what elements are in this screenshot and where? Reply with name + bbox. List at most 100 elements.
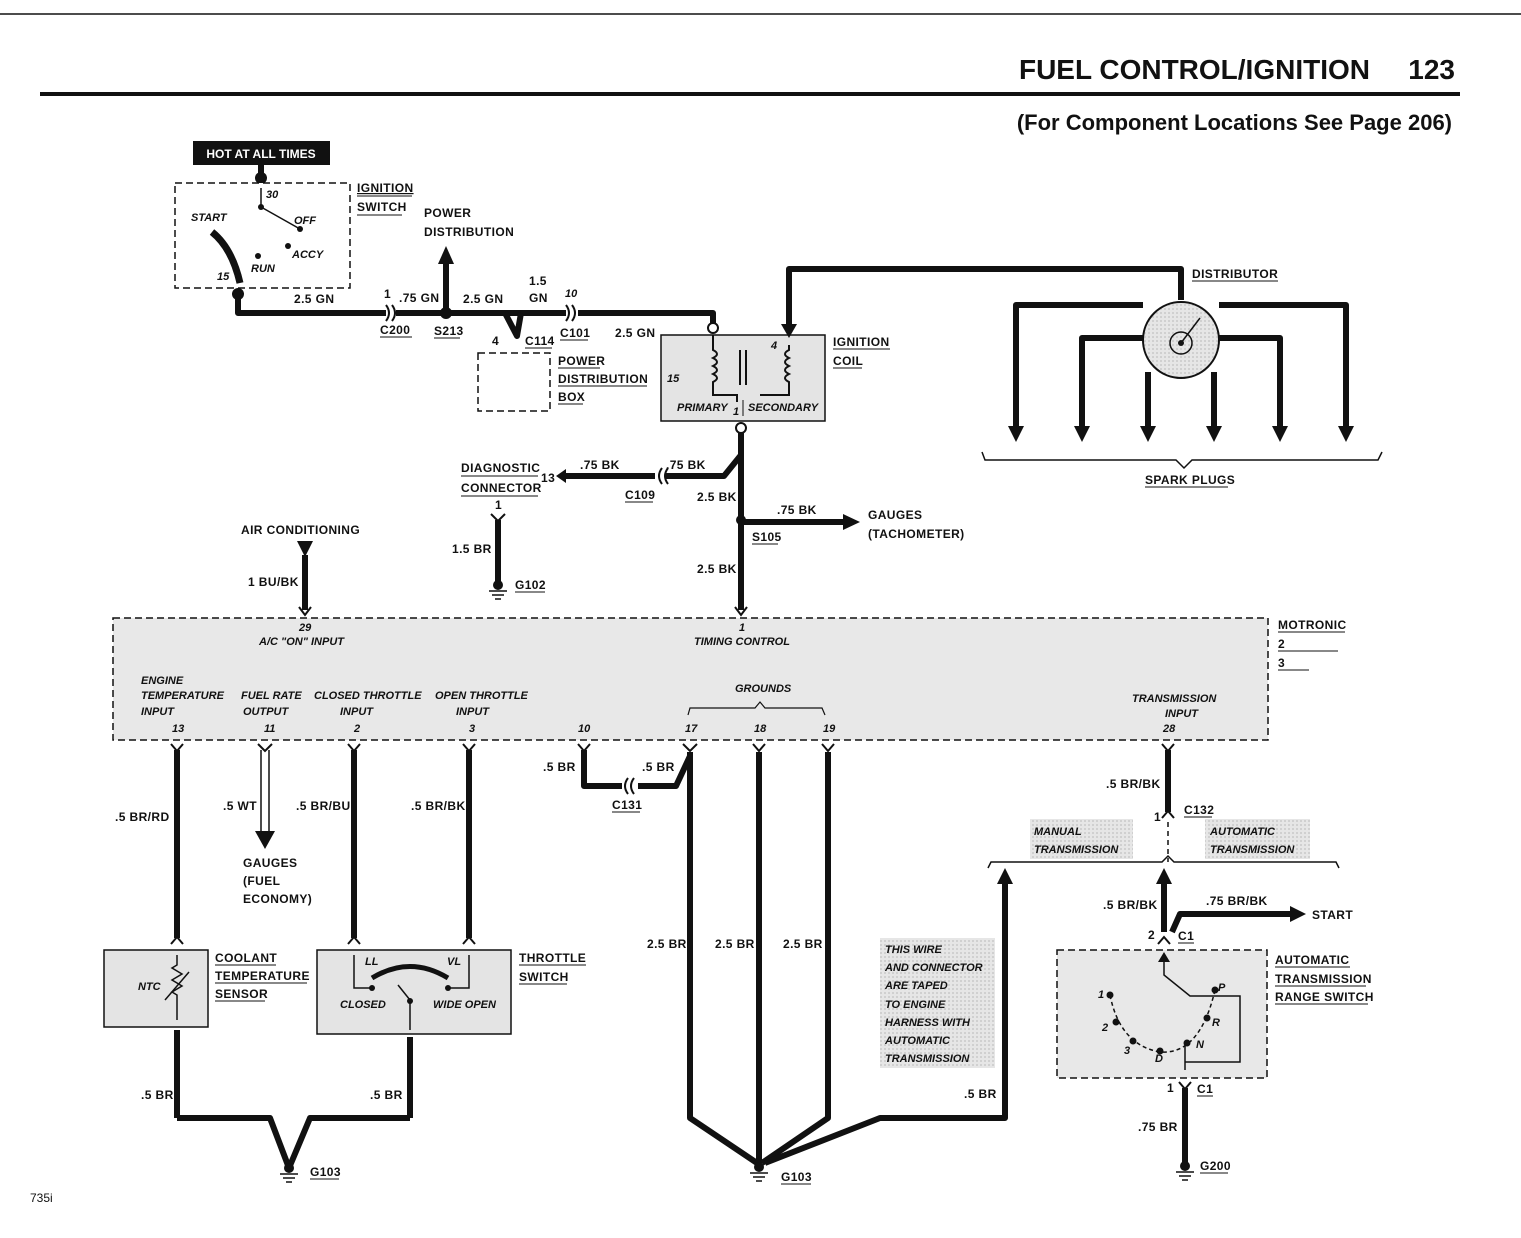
wire-to-c114 bbox=[502, 311, 524, 339]
mcu-pin-3: 3 bbox=[469, 723, 475, 735]
wire-25gn-c bbox=[578, 310, 716, 324]
connector-c1-a-label: C1 bbox=[1178, 929, 1194, 943]
coil-secondary-winding bbox=[760, 345, 792, 396]
switch-30-label: 30 bbox=[266, 189, 279, 201]
wire-label-75brbk: .75 BR/BK bbox=[1206, 894, 1268, 908]
c132-pin-label: 1 bbox=[1154, 810, 1161, 824]
wire-label-25br-a: 2.5 BR bbox=[647, 937, 687, 951]
wire-5br-b bbox=[638, 754, 693, 789]
taped-note-1: THIS WIRE bbox=[885, 944, 942, 956]
mcu-label-1: MOTRONIC bbox=[1278, 618, 1347, 632]
wire-label-5wt: .5 WT bbox=[223, 799, 257, 813]
ntc-label: NTC bbox=[138, 981, 162, 993]
diagnostic-label-2: CONNECTOR bbox=[461, 481, 542, 495]
wire-5br-manual bbox=[763, 882, 1008, 1166]
wire-label-5br-d: .5 BR bbox=[370, 1088, 403, 1102]
throttle-label-1: THROTTLE bbox=[519, 951, 586, 965]
diagnostic-label-1: DIAGNOSTIC bbox=[461, 461, 540, 475]
diagnostic-13-label: 13 bbox=[541, 471, 555, 485]
power-distribution-label-2: DISTRIBUTION bbox=[424, 225, 514, 239]
wire-label-5br-e: .5 BR bbox=[964, 1087, 997, 1101]
gauges-fuel-label-2: (FUEL bbox=[243, 874, 280, 888]
c114-pin-label: 4 bbox=[492, 334, 499, 348]
gauges-tach-label-1: GAUGES bbox=[868, 508, 922, 522]
wire-label-5brrd: .5 BR/RD bbox=[115, 810, 170, 824]
c1-pin2-label: 2 bbox=[1148, 928, 1155, 942]
ignition-switch-box bbox=[174, 182, 351, 289]
range-switch-label-2: TRANSMISSION bbox=[1275, 972, 1372, 986]
air-conditioning-label: AIR CONDITIONING bbox=[241, 523, 360, 537]
taped-note-box bbox=[880, 938, 995, 1068]
pdb-label-2: DISTRIBUTION bbox=[558, 372, 648, 386]
wire-label-gn: GN bbox=[529, 291, 548, 305]
pdb-label-1: POWER bbox=[558, 354, 605, 368]
switch-off-label: OFF bbox=[294, 215, 316, 227]
wire-coil-to-distributor bbox=[786, 266, 1184, 330]
coil-primary-winding bbox=[710, 335, 738, 402]
wire-label-25br-c: 2.5 BR bbox=[783, 937, 823, 951]
connector-c200-symbol bbox=[385, 304, 396, 322]
wire-label-25bk-b: 2.5 BK bbox=[697, 562, 737, 576]
power-distribution-arrow bbox=[438, 246, 454, 264]
splice-s213-label: S213 bbox=[434, 324, 464, 338]
wire-ground-g103-a bbox=[177, 1115, 410, 1171]
wire-label-25gn-b: 2.5 GN bbox=[463, 292, 503, 306]
throttle-closed-label: CLOSED bbox=[340, 999, 386, 1011]
mcu-pin-1: 1 bbox=[739, 622, 745, 634]
range-switch-box bbox=[1056, 949, 1268, 1079]
mcu-temperature-label: TEMPERATURE bbox=[141, 690, 225, 702]
spark-plug-wire-1 bbox=[1013, 302, 1143, 428]
connector-c132-label: C132 bbox=[1184, 803, 1214, 817]
throttle-label-2: SWITCH bbox=[519, 970, 569, 984]
ground-g102-label: G102 bbox=[515, 578, 546, 592]
wire-25br-17 bbox=[687, 752, 759, 1166]
mcu-pin-10: 10 bbox=[578, 723, 591, 735]
coolant-sensor-box bbox=[103, 949, 209, 1028]
mcu-pin-2: 2 bbox=[353, 723, 360, 735]
mcu-open-throttle-label: OPEN THROTTLE bbox=[435, 690, 529, 702]
pdb-label-3: BOX bbox=[558, 390, 585, 404]
throttle-ll-label: LL bbox=[365, 956, 379, 968]
wire-25gn-main bbox=[235, 294, 386, 316]
range-1-label: 1 bbox=[1098, 989, 1104, 1001]
range-2-label: 2 bbox=[1101, 1022, 1108, 1034]
range-n-label: N bbox=[1196, 1039, 1205, 1051]
wire-label-5brbu: .5 BR/BU bbox=[296, 799, 351, 813]
wire-label-15: 1.5 bbox=[529, 274, 547, 288]
mcu-pin-13: 13 bbox=[172, 723, 184, 735]
wire-label-1bubk: 1 BU/BK bbox=[248, 575, 299, 589]
taped-note-6: AUTOMATIC bbox=[884, 1035, 951, 1047]
mcu-pin-19: 19 bbox=[823, 723, 836, 735]
manual-label-2: TRANSMISSION bbox=[1034, 844, 1119, 856]
connector-c101-label: C101 bbox=[560, 326, 590, 340]
wire-label-5br-b: .5 BR bbox=[642, 760, 675, 774]
wire-label-75bk-a: .75 BK bbox=[580, 458, 620, 472]
connector-c101-symbol bbox=[565, 304, 576, 322]
power-distribution-label-1: POWER bbox=[424, 206, 471, 220]
connector-c131-label: C131 bbox=[612, 798, 642, 812]
range-3-label: 3 bbox=[1124, 1045, 1130, 1057]
mcu-closed-throttle-label: CLOSED THROTTLE bbox=[314, 690, 422, 702]
range-d-label: D bbox=[1155, 1053, 1163, 1065]
gauges-tach-label-2: (TACHOMETER) bbox=[868, 527, 965, 541]
range-r-label: R bbox=[1212, 1017, 1220, 1029]
connector-c1-b-label: C1 bbox=[1197, 1082, 1213, 1096]
page-number: 123 bbox=[1408, 54, 1455, 85]
range-switch-label-3: RANGE SWITCH bbox=[1275, 990, 1374, 1004]
coil-15-label: 15 bbox=[667, 373, 680, 385]
wire-label-15br: 1.5 BR bbox=[452, 542, 492, 556]
wire-label-5br-c: .5 BR bbox=[141, 1088, 174, 1102]
connector-c114-label: C114 bbox=[525, 334, 555, 348]
coolant-label-2: TEMPERATURE bbox=[215, 969, 310, 983]
range-p-label: P bbox=[1218, 982, 1226, 994]
throttle-wide-label: WIDE OPEN bbox=[433, 999, 497, 1011]
mcu-output-label: OUTPUT bbox=[243, 706, 290, 718]
ignition-coil-label-1: IGNITION bbox=[833, 335, 890, 349]
taped-note-5: HARNESS WITH bbox=[885, 1017, 971, 1029]
switch-terminal-30 bbox=[255, 172, 267, 184]
wire-label-75bk-b: .75 BK bbox=[666, 458, 706, 472]
wire-75brbk bbox=[1169, 911, 1290, 934]
mcu-label-2: 2 bbox=[1278, 637, 1285, 651]
wire-label-5brbk-b: .5 BR/BK bbox=[1106, 777, 1161, 791]
